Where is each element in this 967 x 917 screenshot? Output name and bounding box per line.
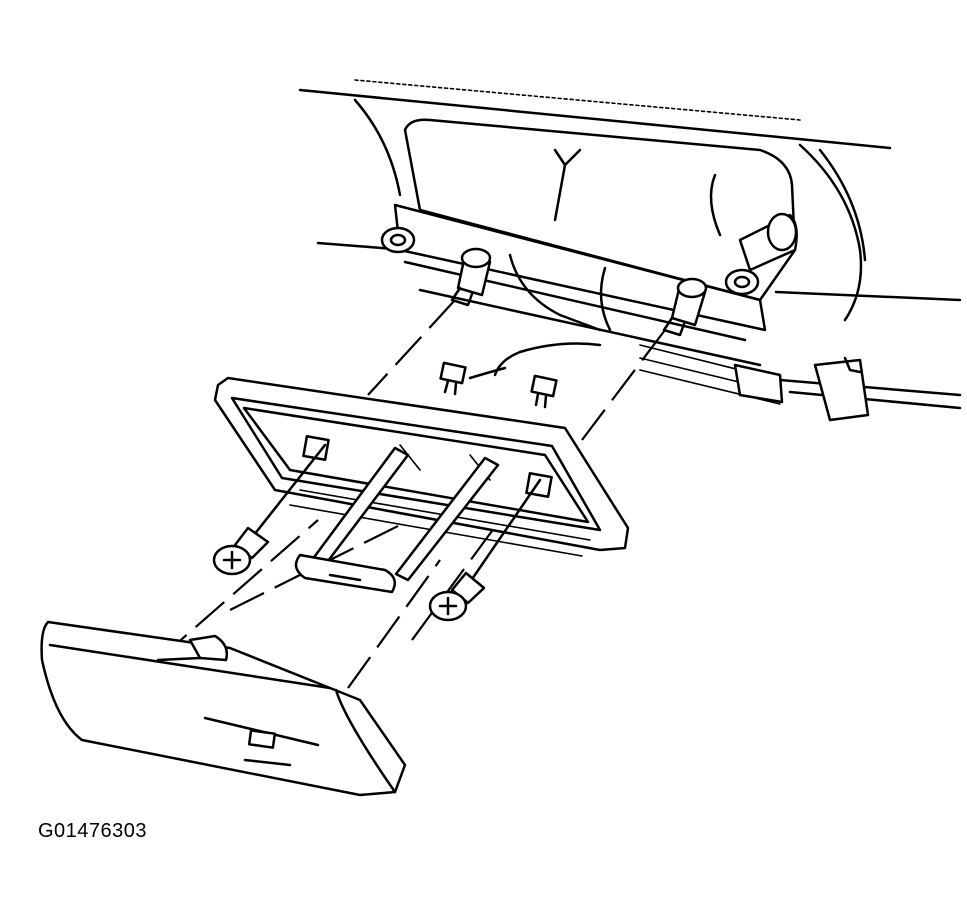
- lamp-lens: [40, 620, 407, 797]
- lamp-bezel: [213, 376, 630, 557]
- connector-small-right: [530, 374, 558, 409]
- screw-right: [428, 478, 542, 622]
- connector-small-left: [439, 361, 467, 396]
- harness-connector-right: [733, 356, 870, 422]
- alignment-lines: [157, 299, 666, 689]
- bulb-socket-right: [662, 277, 708, 337]
- screw-left: [212, 443, 327, 576]
- mounting-nut-left: [380, 226, 416, 254]
- festoon-bulb: [294, 553, 397, 594]
- mounting-nut-right: [724, 268, 760, 296]
- bulb-socket-left: [450, 247, 492, 307]
- wiring-harness: [468, 253, 962, 410]
- reflector-right: [394, 456, 500, 582]
- figure-id-label: G01476303: [38, 820, 148, 842]
- headliner-panel: [298, 79, 962, 322]
- side-bulb: [738, 212, 798, 272]
- lamp-housing: [393, 118, 797, 405]
